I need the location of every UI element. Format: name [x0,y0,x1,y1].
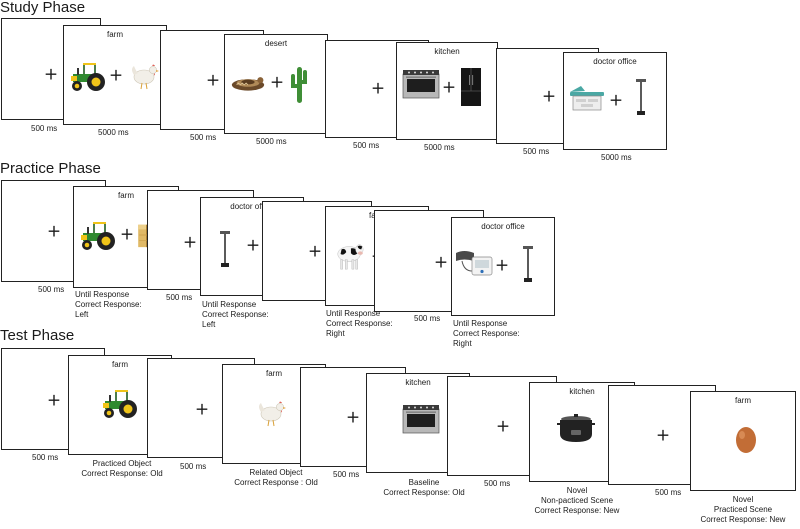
practice-caption-1: Until Response Correct Response: Left [75,290,142,319]
study-fixation-time-2: 500 ms [190,133,217,142]
study-phase-title: Study Phase [0,0,86,16]
study-object-frame-2: desert + [224,34,328,134]
study-object-frame-1: farm + [63,25,167,125]
fixation-cross: + [345,407,361,428]
practice-caption-2: Until Response Correct Response: Left [202,300,269,329]
scene-label: farm [107,30,123,39]
fixation-cross: + [307,241,323,262]
study-fixation-time-1: 500 ms [31,124,58,133]
practice-phase-title: Practice Phase [0,160,101,177]
study-object-frame-4: doctor office + [563,52,667,150]
blood-pressure-monitor-icon [454,246,494,278]
fixation-cross: + [46,221,62,242]
fixation-cross: + [494,255,510,276]
scene-label: farm [118,191,134,200]
practice-fixation-time-3: 500 ms [414,314,441,323]
fixation-cross: + [108,65,124,86]
test-fixation-time-3: 500 ms [333,470,360,479]
fixation-cross: + [370,78,386,99]
scene-label: doctor office [593,57,637,66]
practice-caption-3: Until Response Correct Response: Right [326,309,393,338]
scale-icon [521,243,535,285]
tractor-icon [99,389,141,419]
fixation-cross: + [46,390,62,411]
scene-label: kitchen [569,387,595,396]
egg-icon [734,424,758,454]
slow-cooker-icon [556,411,596,445]
refrigerator-icon [459,65,483,109]
fixation-cross: + [269,72,285,93]
tractor-icon [68,62,108,92]
scene-label: doctor office [481,222,525,231]
chicken-icon [130,59,160,93]
study-fixation-time-4: 500 ms [523,147,550,156]
scene-label: farm [112,360,128,369]
fixation-cross: + [655,425,671,446]
test-fixation-time-2: 500 ms [180,462,207,471]
study-object-frame-3: kitchen + [396,42,498,140]
chicken-icon [257,395,287,431]
scene-label: farm [266,369,282,378]
practice-fixation-time-2: 500 ms [166,293,193,302]
study-object-time-3: 5000 ms [424,143,455,152]
snake-icon [229,73,267,93]
test-caption-3: Baseline Correct Response: Old [383,478,465,497]
test-fixation-time-5: 500 ms [655,488,682,497]
fixation-cross: + [245,235,261,256]
test-object-frame-5: farm [690,391,796,491]
practice-object-frame-4: doctor office + [451,217,555,316]
fixation-cross: + [608,90,624,111]
test-phase-title: Test Phase [0,327,75,344]
stove-icon [401,68,441,100]
test-caption-1: Practiced Object Correct Response: Old [81,459,163,478]
practice-fixation-time-1: 500 ms [38,285,65,294]
scale-icon [218,228,232,270]
stove-icon [401,402,441,436]
fixation-cross: + [205,70,221,91]
study-fixation-time-3: 500 ms [353,141,380,150]
fixation-cross: + [119,224,135,245]
fixation-cross: + [182,232,198,253]
test-caption-4: Novel Non-pacticed Scene Correct Respons… [534,486,620,515]
scene-label: farm [735,396,751,405]
fixation-cross: + [433,252,449,273]
test-fixation-time-1: 500 ms [32,453,59,462]
test-caption-5: Novel Practiced Scene Correct Response: … [700,495,786,524]
practice-caption-4: Until Response Correct Response: Right [453,319,520,348]
cactus-icon [289,64,309,104]
fixation-cross: + [541,86,557,107]
scale-icon [634,75,648,119]
test-fixation-time-4: 500 ms [484,479,511,488]
fixation-cross: + [43,64,59,85]
scene-label: kitchen [434,47,460,56]
test-caption-2: Related Object Correct Response : Old [234,468,318,487]
fixation-cross: + [441,77,457,98]
cow-icon [334,235,366,275]
study-object-time-2: 5000 ms [256,137,287,146]
scene-label: kitchen [405,378,431,387]
exam-table-icon [567,81,607,113]
scene-label: desert [264,39,288,48]
scene-label: doctor office [230,202,274,211]
fixation-cross: + [194,399,210,420]
fixation-cross: + [495,416,511,437]
study-object-time-1: 5000 ms [98,128,129,137]
tractor-icon [78,221,118,251]
study-object-time-4: 5000 ms [601,153,632,162]
